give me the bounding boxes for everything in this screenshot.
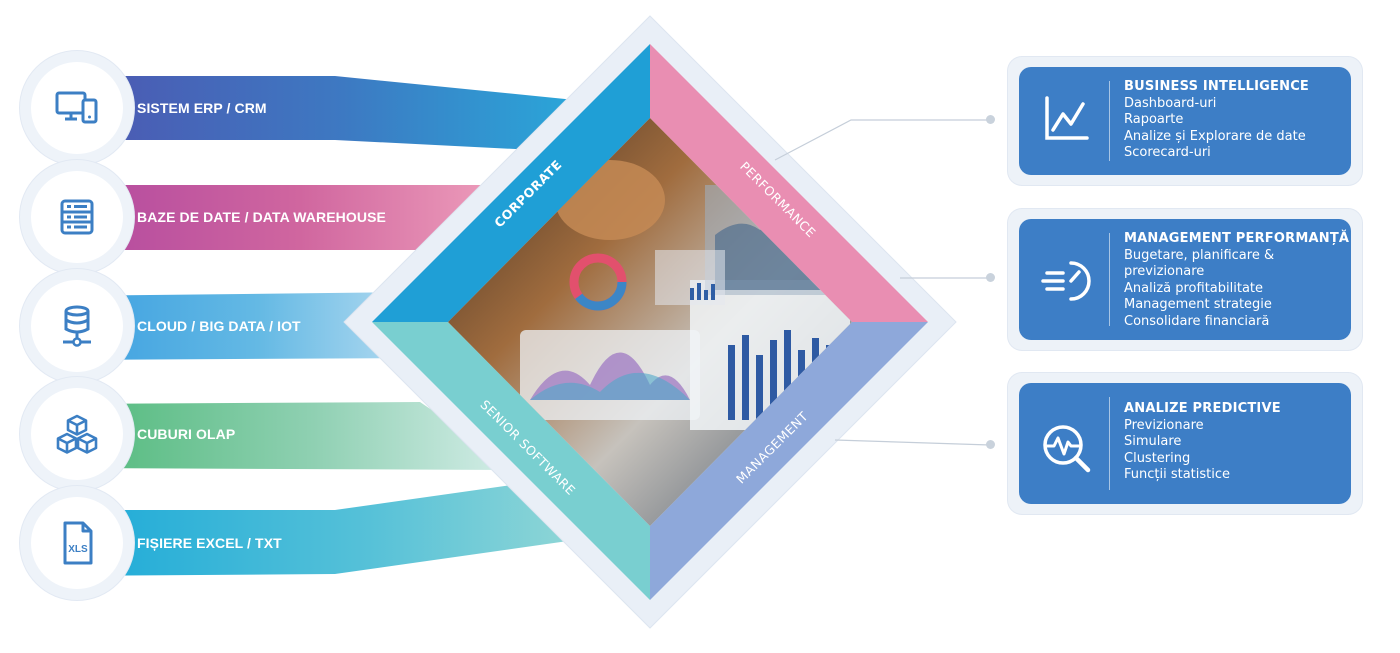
source-cloud-label: CLOUD / BIG DATA / IOT (137, 318, 301, 334)
source-olap-circle (31, 388, 123, 480)
connector-dot-bi (986, 115, 995, 124)
card-bi-title: BUSINESS INTELLIGENCE (1124, 79, 1310, 94)
computer-devices-icon (55, 91, 98, 124)
source-erp-circle (31, 62, 123, 154)
card-bi-item: Analize și Explorare de date (1124, 128, 1306, 144)
ribbon-cloud (60, 292, 420, 360)
card-bi-item: Rapoarte (1124, 112, 1184, 127)
card-pm-item: Bugetare, planificare & (1124, 247, 1275, 263)
card-pa-item: Simulare (1124, 434, 1182, 449)
cubes-icon (56, 414, 98, 454)
card-bi-item: Scorecard-uri (1124, 145, 1211, 160)
xls-badge: XLS (68, 544, 88, 555)
card-pm-text: MANAGEMENT PERFORMANȚĂ Bugetare, planifi… (1124, 231, 1349, 330)
connector-dot-pm (986, 273, 995, 282)
card-analize-predictive: ANALIZE PREDICTIVE Previzionare Simulare… (1008, 373, 1362, 514)
connector-dot-pa (986, 440, 995, 449)
card-bi-panel: BUSINESS INTELLIGENCE Dashboard-uri Rapo… (1019, 67, 1351, 175)
card-pa-item: Clustering (1124, 450, 1191, 466)
card-pm-item: Management strategie (1124, 297, 1272, 312)
card-bi-text: BUSINESS INTELLIGENCE Dashboard-uri Rapo… (1124, 79, 1309, 162)
source-erp-label: SISTEM ERP / CRM (137, 100, 267, 116)
card-pa-item: Funcții statistice (1124, 467, 1231, 482)
card-pa-title: ANALIZE PREDICTIVE (1124, 401, 1281, 416)
database-server-icon (60, 199, 94, 235)
quadrant-management (650, 322, 928, 600)
line-chart-icon (1045, 96, 1089, 140)
card-management-performanta: MANAGEMENT PERFORMANȚĂ Bugetare, planifi… (1008, 209, 1362, 350)
card-pm-item: Consolidare financiară (1124, 313, 1270, 329)
magnifier-pulse-icon (1043, 425, 1091, 473)
source-olap-label: CUBURI OLAP (137, 426, 236, 442)
ribbon-erp (60, 76, 575, 152)
card-business-intelligence: BUSINESS INTELLIGENCE Dashboard-uri Rapo… (1008, 57, 1362, 185)
card-pm-title: MANAGEMENT PERFORMANȚĂ (1124, 231, 1350, 246)
card-pa-panel: ANALIZE PREDICTIVE Previzionare Simulare… (1019, 383, 1351, 504)
ribbon-excel (60, 476, 575, 576)
source-cloud-circle (31, 280, 123, 372)
speed-gauge-icon (1041, 261, 1091, 301)
xls-file-icon: XLS (63, 521, 93, 565)
card-pm-divider (1109, 233, 1110, 326)
ribbon-olap (60, 402, 520, 470)
source-db-label: BAZE DE DATE / DATA WAREHOUSE (137, 209, 386, 225)
card-bi-divider (1109, 81, 1110, 161)
card-pa-text: ANALIZE PREDICTIVE Previzionare Simulare… (1124, 401, 1281, 484)
card-pm-item: previzionare (1124, 264, 1205, 279)
quadrant-corporate (372, 44, 650, 322)
ribbon-db (60, 185, 540, 250)
source-excel-circle: XLS (31, 497, 123, 589)
source-db-circle (31, 171, 123, 263)
source-excel-label: FIȘIERE EXCEL / TXT (137, 535, 282, 551)
quadrant-performance (650, 44, 928, 322)
card-pa-divider (1109, 397, 1110, 490)
card-pm-item: Analiză profitabilitate (1124, 280, 1264, 296)
quadrant-senior (372, 322, 650, 600)
card-pa-item: Previzionare (1124, 417, 1204, 433)
card-bi-item: Dashboard-uri (1124, 95, 1217, 111)
cloud-database-icon (63, 305, 91, 347)
card-pm-panel: MANAGEMENT PERFORMANȚĂ Bugetare, planifi… (1019, 219, 1351, 340)
